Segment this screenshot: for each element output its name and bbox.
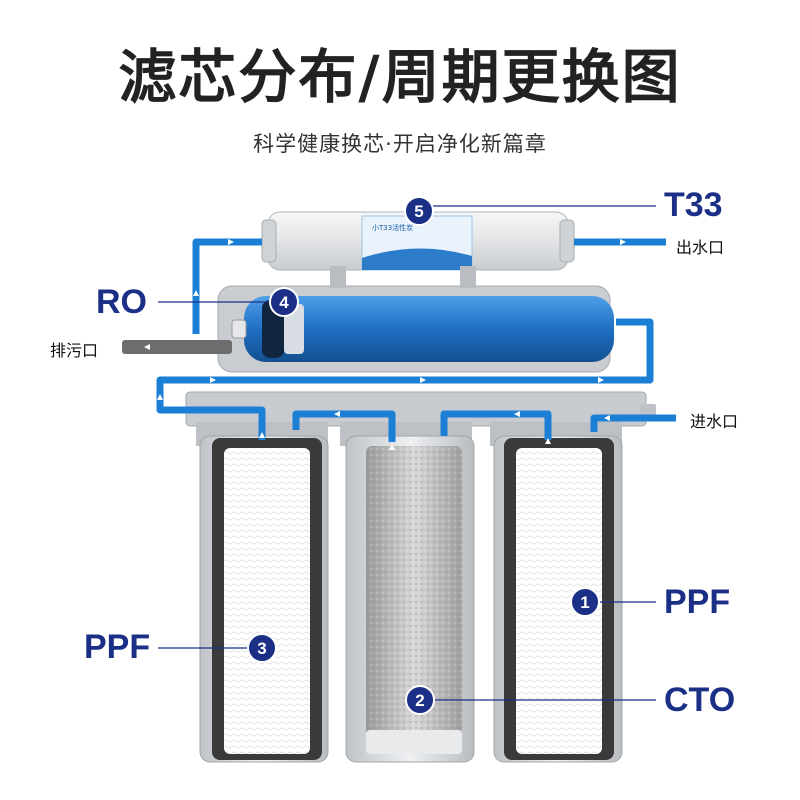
drain-pipe [122, 340, 232, 354]
label-inlet: 进水口 [690, 412, 739, 431]
badge-4: 4 [269, 287, 299, 317]
label-cto: CTO [664, 681, 736, 719]
filter-housing-left [199, 435, 329, 763]
svg-text:1: 1 [580, 593, 589, 612]
label-ro: RO [96, 283, 147, 321]
label-ppf-left: PPF [84, 628, 151, 666]
badge-2: 2 [405, 685, 435, 715]
filter-housing-right [493, 435, 623, 763]
leader-lines [158, 205, 656, 701]
badge-3: 3 [247, 633, 277, 663]
svg-text:小T33活性炭: 小T33活性炭 [372, 223, 413, 232]
svg-text:3: 3 [257, 639, 266, 658]
svg-text:2: 2 [415, 691, 424, 710]
label-drain: 排污口 [50, 341, 99, 360]
page-title: 滤芯分布/周期更换图 [118, 43, 682, 111]
badge-5: 5 [404, 196, 434, 226]
label-outlet: 出水口 [676, 238, 725, 257]
badge-1: 1 [570, 587, 600, 617]
filter-housing-middle [345, 435, 475, 763]
svg-text:5: 5 [414, 202, 423, 221]
t33-filter: 小T33活性炭 [261, 211, 575, 271]
flow-arrows [144, 239, 626, 450]
page-subtitle: 科学健康换芯·开启净化新篇章 [253, 132, 547, 156]
label-t33: T33 [664, 186, 723, 224]
svg-text:4: 4 [279, 293, 289, 312]
label-ppf-right: PPF [664, 583, 731, 621]
water-flow-pipes [156, 238, 676, 442]
